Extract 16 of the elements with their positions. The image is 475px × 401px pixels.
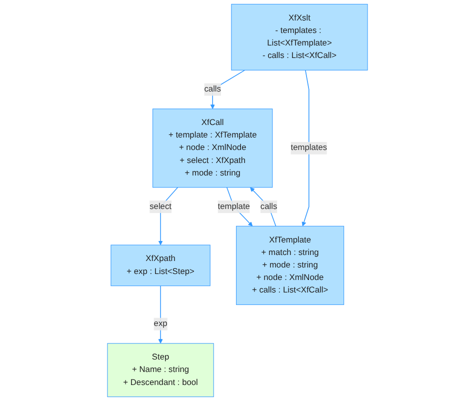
edge-label: templates [290, 143, 328, 152]
edge-label: calls [260, 202, 278, 211]
arrow [250, 187, 276, 227]
edge-label: select [150, 202, 172, 211]
edge-label: calls [204, 84, 221, 94]
arrow [158, 187, 178, 246]
arrow [210, 70, 246, 110]
node-box: XfXpath + exp : List<Step> [110, 244, 210, 286]
edge-label: template [218, 202, 250, 211]
node-box: XfCall + template : XfTemplate + node : XmlNode + select : XfXpath + mode : string [152, 108, 273, 188]
node-box: XfTemplate + match : string + mode : string + node : XmlNode + calls : List<XfCall> [236, 226, 344, 305]
edge-label: exp [154, 319, 168, 328]
node-box: XfXslt - templates : List<XfTemplate> - calls : List<XfCall> [231, 4, 368, 70]
arrow [302, 70, 310, 226]
arrow [158, 285, 163, 344]
node-box: Step + Name : string + Descendant : bool [107, 343, 214, 398]
